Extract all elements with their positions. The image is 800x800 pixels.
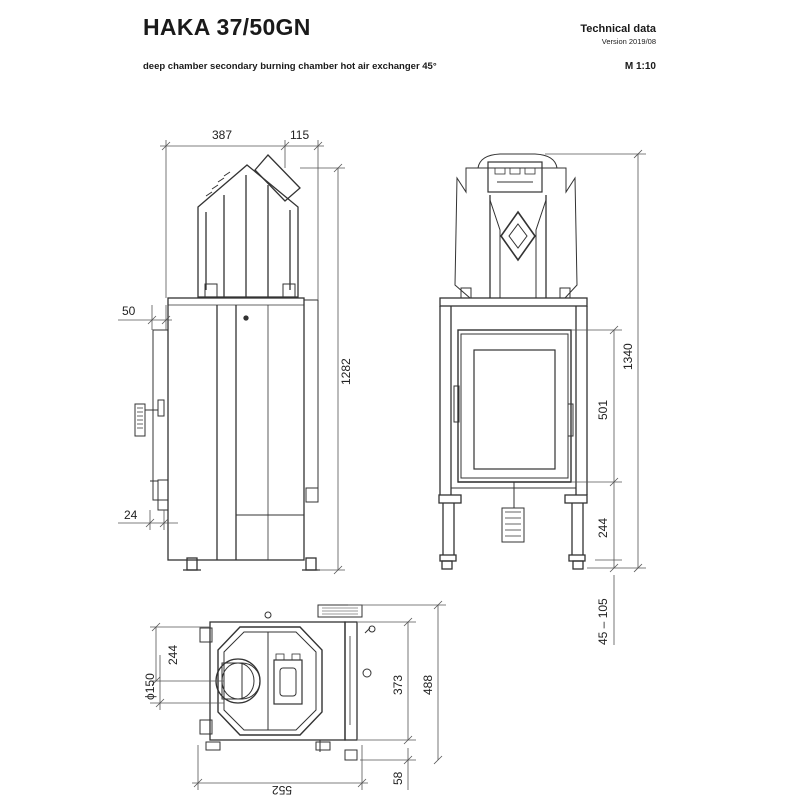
dim-top-bottom: 58 [391, 771, 405, 785]
tech-label: Technical data [580, 23, 656, 35]
side-dimensions [118, 140, 345, 575]
front-dimensions [545, 149, 646, 645]
front-hood [454, 153, 578, 299]
top-view [199, 604, 376, 761]
dim-side-leg: 24 [124, 508, 138, 522]
dim-top-width: 552 [272, 783, 292, 797]
dim-side-door: 50 [122, 304, 136, 318]
dim-top-depth-total: 488 [421, 675, 435, 695]
dim-front-legs: 45 – 105 [596, 598, 610, 645]
dim-top-depth-inner: 373 [391, 675, 405, 695]
dim-side-outlet: 115 [290, 128, 309, 142]
side-view [134, 154, 320, 571]
side-hood [197, 154, 301, 299]
side-body [134, 297, 320, 571]
top-dimensions [150, 600, 446, 790]
dim-top-diameter: ϕ150 [143, 673, 157, 700]
scale-label: M 1:10 [624, 61, 656, 72]
page-subtitle: deep chamber secondary burning chamber h… [143, 61, 437, 72]
version-label: Version 2019/08 [601, 37, 656, 46]
dim-side-height: 1282 [339, 358, 353, 385]
dim-top-offset: 244 [166, 645, 180, 665]
dim-front-door: 501 [596, 400, 610, 420]
page-title: HAKA 37/50GN [143, 14, 311, 40]
front-view [438, 153, 588, 570]
dim-front-height: 1340 [621, 343, 635, 370]
dim-side-width: 387 [212, 128, 232, 142]
dim-front-bottom: 244 [596, 518, 610, 538]
front-body [438, 297, 588, 570]
